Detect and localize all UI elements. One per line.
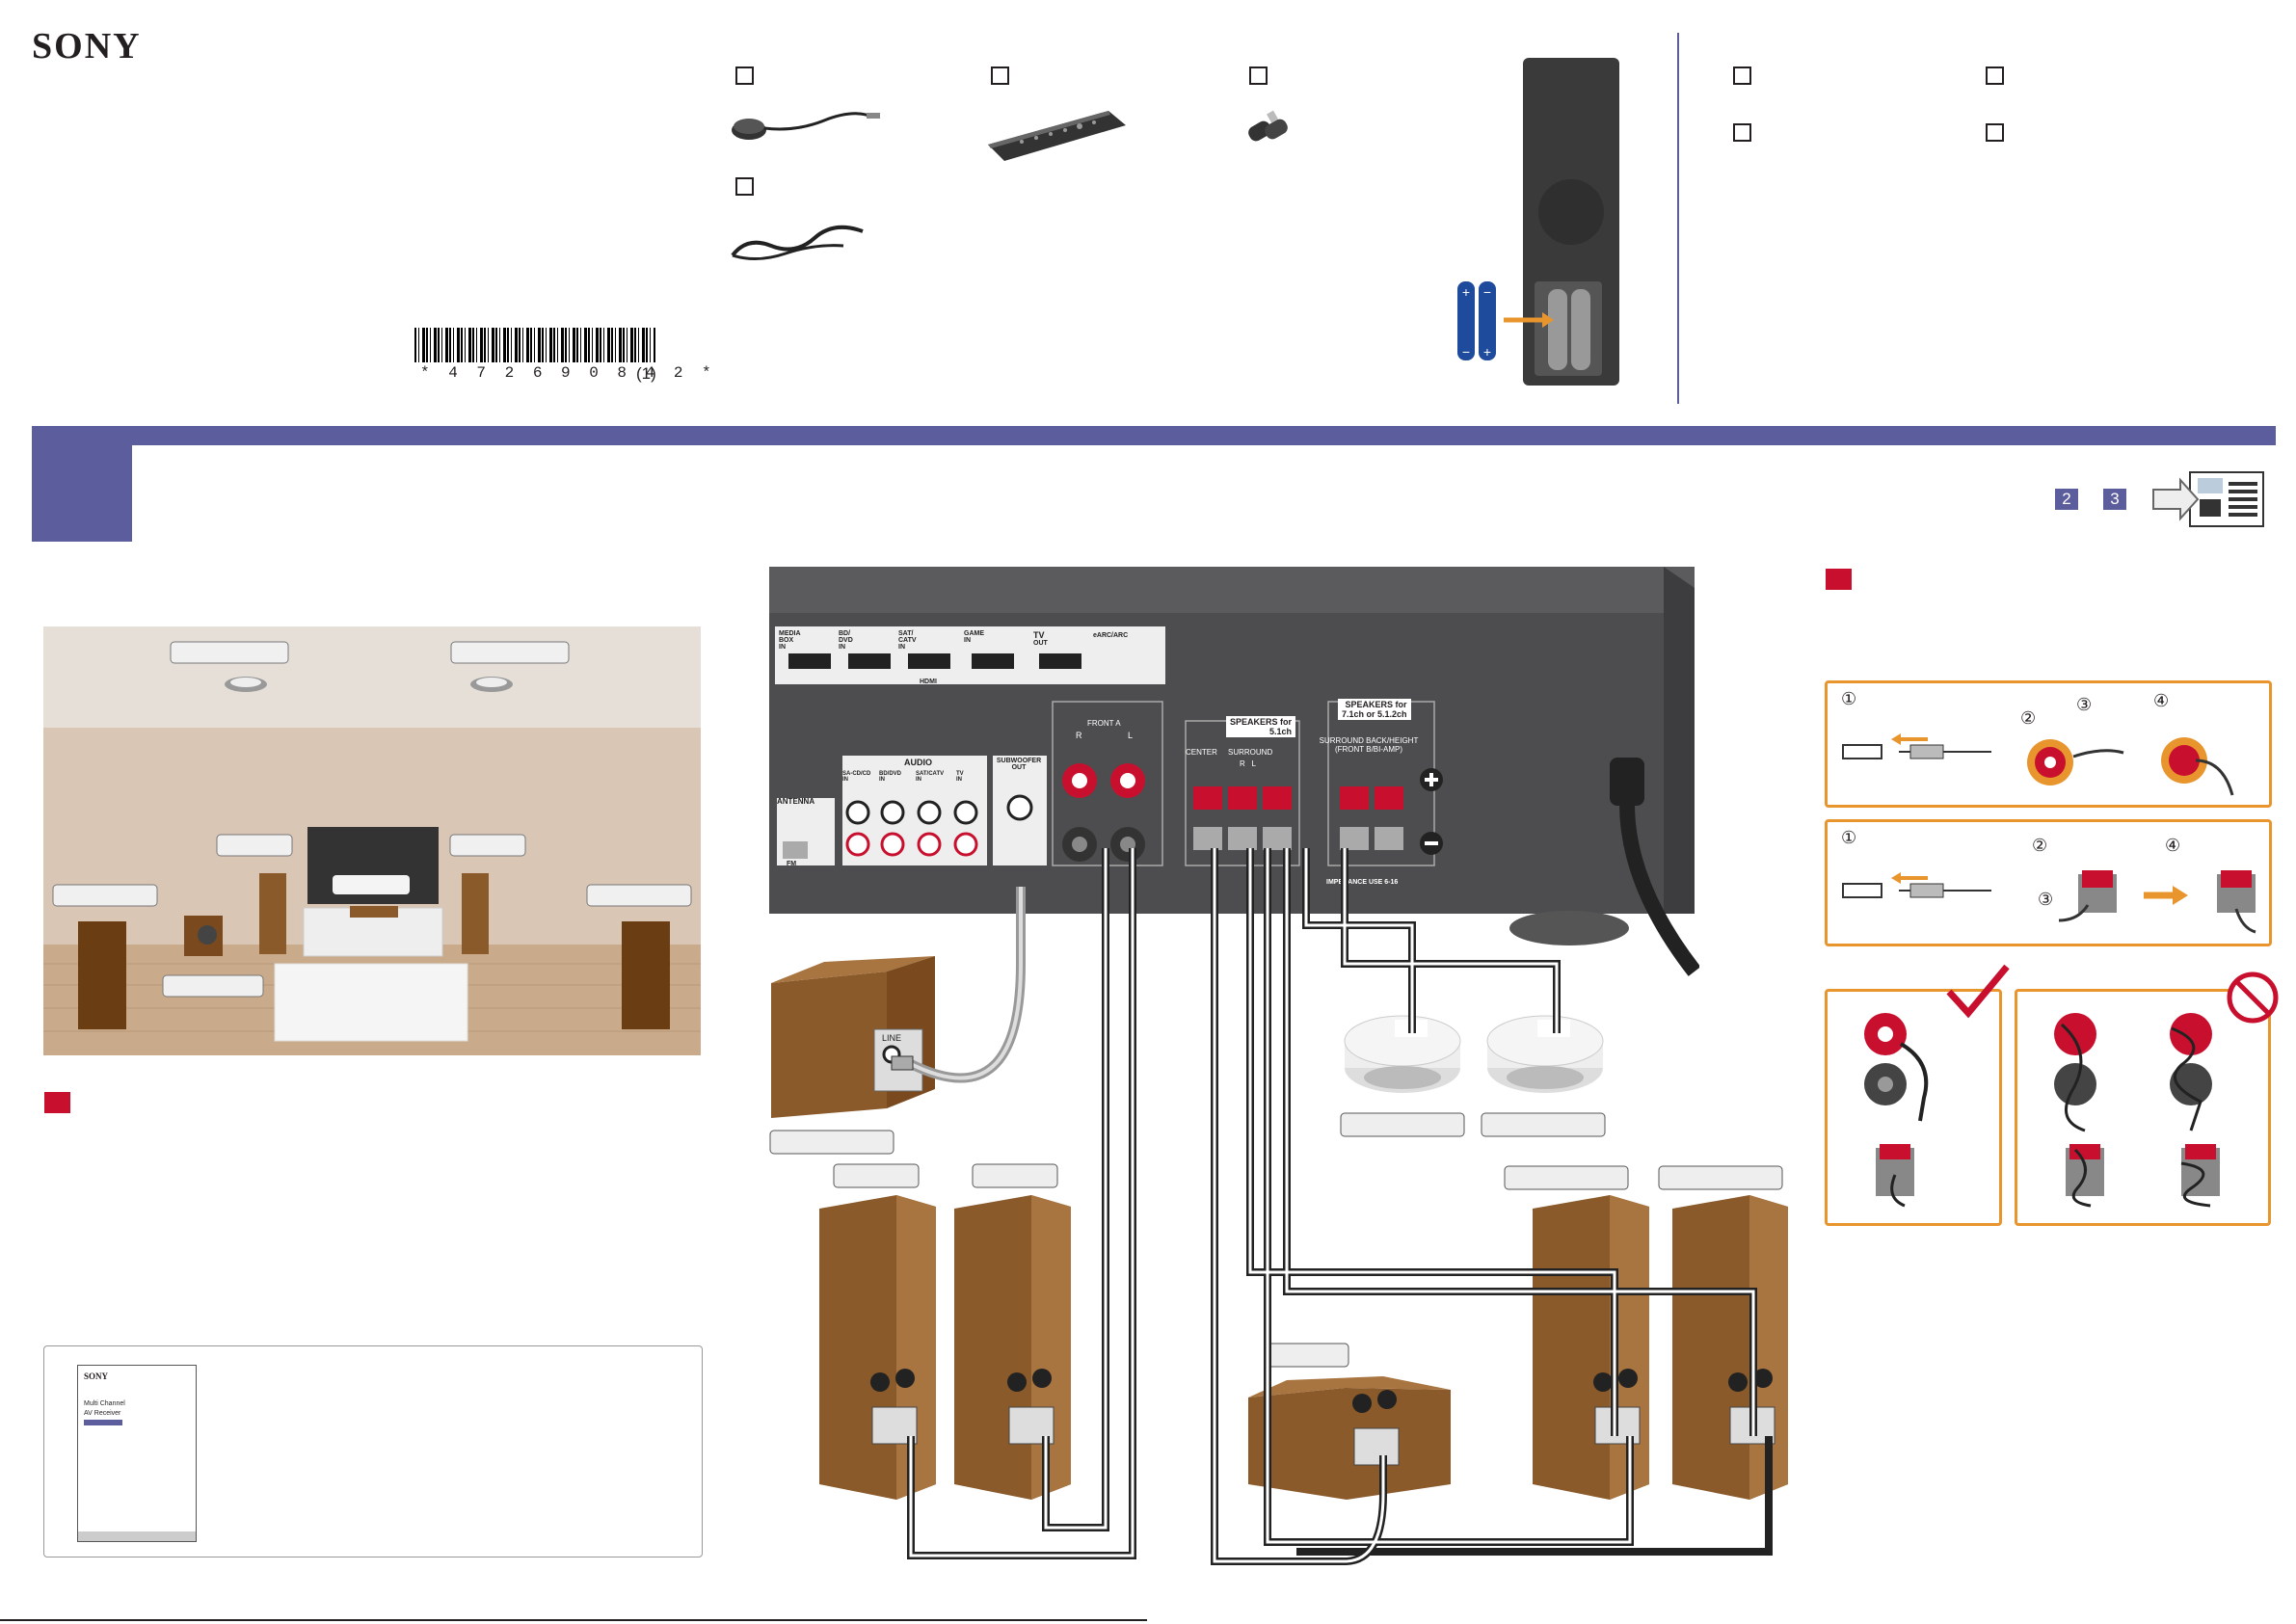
- surround-back-label: SURROUND BACK/HEIGHT(FRONT B/BI-AMP): [1319, 736, 1419, 754]
- checkbox[interactable]: [991, 67, 1009, 85]
- manual-title-1: Multi Channel: [84, 1400, 125, 1407]
- checkbox[interactable]: [735, 67, 754, 85]
- terminal-example: [1864, 1013, 1929, 1208]
- checkbox[interactable]: [735, 177, 754, 196]
- manual-cover: SONY Multi Channel AV Receiver: [77, 1365, 197, 1542]
- caution-marker: [1826, 569, 1852, 590]
- manual-brand: SONY: [84, 1371, 109, 1381]
- terminal-twist-icon: [2027, 739, 2124, 785]
- svg-text:−: −: [1462, 344, 1470, 359]
- speaker-wiring-diagram: LINE: [769, 848, 1788, 1565]
- step-1: ①: [1841, 828, 1857, 847]
- fm-label: FM: [787, 861, 797, 867]
- step-3: ③: [2076, 695, 2093, 714]
- section-number-block: [32, 426, 132, 542]
- center-label: CENTER: [1186, 748, 1217, 757]
- checkbox[interactable]: [1986, 67, 2004, 85]
- front-a-label: FRONT A: [1087, 719, 1121, 728]
- fm-antenna-icon: [731, 225, 864, 260]
- incorrect-wiring-example: [2015, 972, 2279, 1226]
- surround-rl-label: R L: [1240, 759, 1256, 768]
- step-2: ②: [2032, 836, 2048, 855]
- step-badge: 3: [2103, 489, 2126, 510]
- remote-battery-compartment: + − − +: [1457, 58, 1619, 386]
- barcode-number: * 4 7 2 6 9 0 8 4 2 *: [420, 364, 716, 382]
- correct-wiring-example: [1825, 964, 2010, 1226]
- front-l-label: L: [1128, 731, 1134, 740]
- step-4: ④: [2165, 836, 2181, 855]
- spring-clip-steps: ① ② ③ ④: [1825, 819, 2272, 946]
- terminal-example: [2054, 1013, 2220, 1208]
- terminal-tight-icon: [2161, 737, 2234, 796]
- batteries-icon: [1248, 110, 1288, 142]
- banana-plug-steps: ① ② ③ ④: [1825, 680, 2272, 808]
- svg-text:LINE: LINE: [882, 1033, 901, 1043]
- calibration-mic-icon: [732, 112, 880, 140]
- checkbox[interactable]: [1733, 123, 1751, 142]
- step-1: ①: [1841, 689, 1857, 708]
- receiver-rear-panel: [769, 567, 1699, 976]
- checkbox[interactable]: [1986, 123, 2004, 142]
- step-badge: 2: [2055, 489, 2078, 510]
- plus-icon: [1420, 768, 1443, 791]
- checkbox[interactable]: [1249, 67, 1268, 85]
- barcode: [414, 328, 655, 362]
- surround-label: SURROUND: [1228, 748, 1273, 757]
- svg-text:+: +: [1462, 284, 1470, 300]
- step-3: ③: [2038, 890, 2054, 909]
- checkbox[interactable]: [1733, 67, 1751, 85]
- step-2: ②: [2020, 708, 2037, 728]
- sony-logo: SONY: [32, 26, 142, 67]
- quick-guide-icon: [2152, 471, 2264, 527]
- bottom-rule: [0, 1619, 1147, 1621]
- wire-strip-icon: [1842, 872, 1991, 898]
- manual-title-2: AV Receiver: [84, 1410, 121, 1417]
- svg-text:−: −: [1483, 284, 1491, 300]
- wire-strip-icon: [1842, 733, 1991, 759]
- clip-press-icon: [2059, 870, 2256, 934]
- manual-frame: [43, 1345, 703, 1557]
- antenna-label: ANTENNA: [777, 797, 815, 806]
- svg-text:+: +: [1483, 344, 1491, 359]
- prohibited-icon: [2227, 972, 2279, 1024]
- front-r-label: R: [1076, 731, 1082, 740]
- step-4: ④: [2153, 691, 2170, 710]
- audio-label: AUDIO: [904, 758, 932, 767]
- remote-control-icon: [988, 111, 1126, 161]
- correct-icon: [1946, 964, 2010, 1019]
- minus-icon: [1420, 832, 1443, 855]
- section-header-bar: [32, 426, 2276, 445]
- barcode-suffix: (1): [636, 364, 656, 383]
- caution-marker: [44, 1092, 70, 1113]
- room-layout-illustration: [43, 626, 701, 1055]
- divider: [1677, 33, 1679, 404]
- impedance-label: IMPEDANCE USE 6-16: [1326, 879, 1399, 886]
